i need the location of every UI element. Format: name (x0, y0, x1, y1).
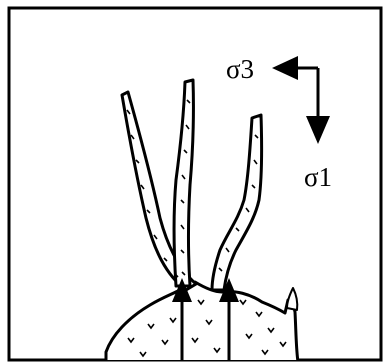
arrow-left-icon (272, 56, 318, 80)
dike-small (287, 288, 297, 310)
sigma1-label: σ1 (304, 162, 332, 192)
arrow-down-icon (306, 68, 330, 144)
dike-center (174, 80, 193, 286)
dike-right (212, 115, 262, 290)
sigma3-label: σ3 (226, 54, 254, 84)
magma-body (106, 282, 298, 362)
